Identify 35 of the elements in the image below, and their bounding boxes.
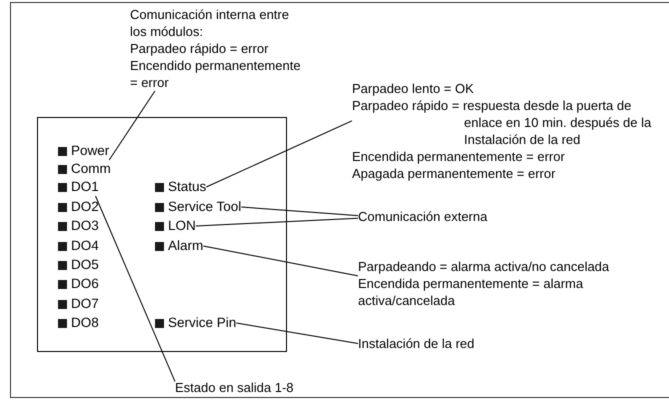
callout-text: Encendido permanentemente = error [130,57,302,91]
led-label: DO6 [71,275,99,293]
leader-line [108,90,156,160]
panel-box [37,117,287,352]
led-label: DO8 [71,314,99,332]
callout-text: Encendida permanentemente = alarma activa/cancelada [358,275,584,309]
leader-line [202,246,358,276]
led-label: Service Tool [168,198,242,216]
led-label: LON [168,217,196,235]
callout-text: Parpadeo rápido = error [130,40,270,57]
leader-line [240,206,358,216]
leader-line [95,196,176,382]
led-label: DO3 [71,217,99,235]
callout-text: Encendida permanentemente = error [352,148,566,165]
led-label: DO7 [71,295,99,313]
led-label: Alarm [168,237,204,255]
led-label: Status [168,178,206,196]
led-label: DO1 [71,178,99,196]
led-label: DO4 [71,237,99,255]
callout-text: Parpadeando = alarma activa/no cancelada [358,258,610,275]
leader-line [195,218,358,226]
leader-line [206,120,352,188]
callout-text: Comunicación externa [358,208,488,225]
callout-text: Comunicación interna entre los módulos: [130,6,290,40]
callout-text: Parpadeo lento = OK [352,80,475,97]
callout-text: Apagada permanentemente = error [352,165,556,182]
callout-text: Instalación de la red [358,335,476,352]
led-label: Service Pin [168,314,236,332]
led-label: Power [71,142,110,160]
led-label: DO2 [71,198,99,216]
callout-text: Parpadeo rápido = respuesta desde la puerta de enlace en 10 min. después de la Instalación de la red [352,97,652,148]
callout-text: Estado en salida 1-8 [175,379,295,396]
led-label: Comm [71,160,111,178]
led-label: DO5 [71,256,99,274]
leader-line [236,322,358,344]
